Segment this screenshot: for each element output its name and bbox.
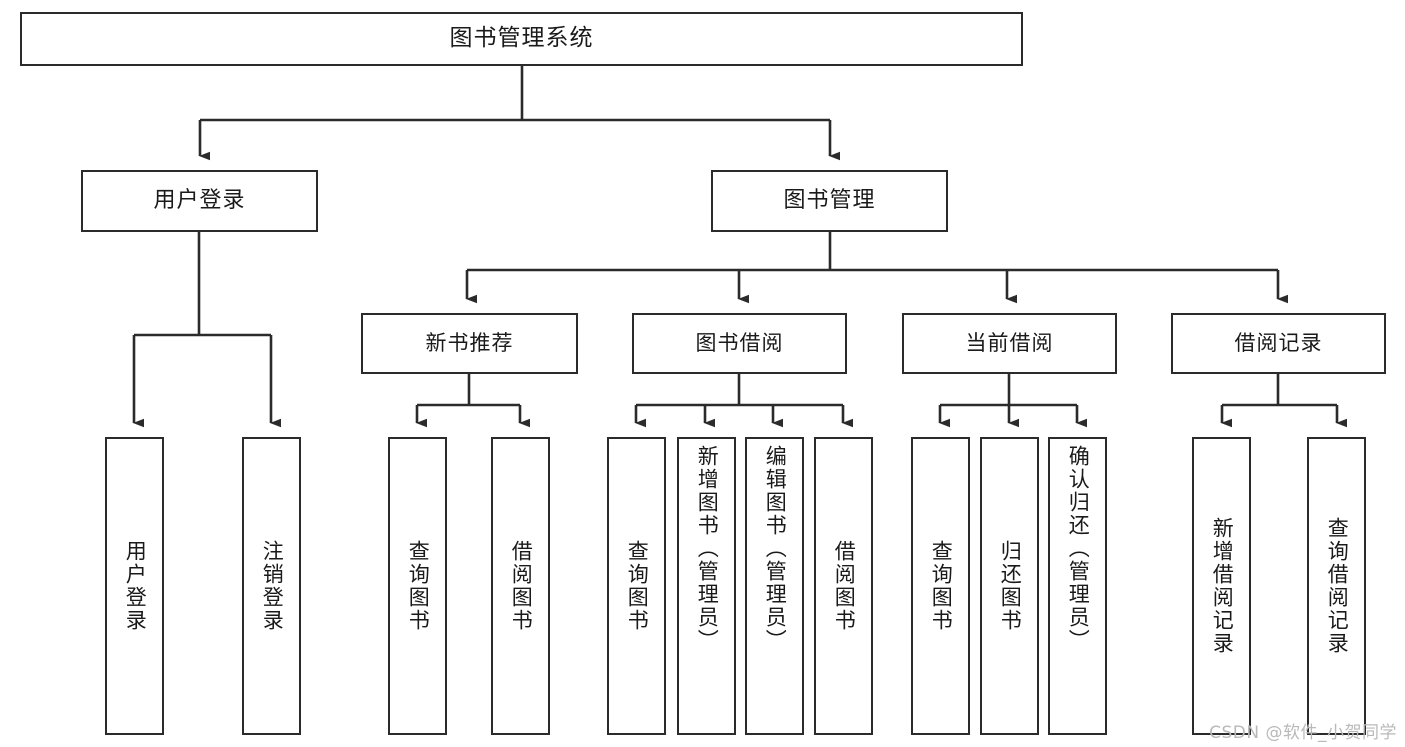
node-borrow-record-label: 借阅记录 bbox=[1234, 330, 1323, 355]
node-leaf-query-book-3-label: 查询图书 bbox=[929, 540, 954, 632]
node-leaf-borrow-book-2-label: 借阅图书 bbox=[832, 540, 857, 632]
node-leaf-edit-book-label: 编辑图书（管理员） bbox=[763, 445, 788, 652]
node-leaf-query-book-2-label: 查询图书 bbox=[625, 540, 650, 632]
node-user-login-label: 用户登录 bbox=[153, 187, 246, 213]
node-book-borrow-label: 图书借阅 bbox=[695, 330, 784, 355]
node-leaf-user-login[interactable]: 用户登录 bbox=[105, 437, 164, 735]
node-leaf-return-book-label: 归还图书 bbox=[998, 540, 1023, 632]
node-current-borrow-label: 当前借阅 bbox=[965, 330, 1054, 355]
node-root[interactable]: 图书管理系统 bbox=[20, 12, 1023, 66]
node-current-borrow[interactable]: 当前借阅 bbox=[902, 313, 1117, 374]
node-root-label: 图书管理系统 bbox=[449, 25, 594, 52]
node-book-manage-label: 图书管理 bbox=[783, 187, 876, 213]
node-user-login[interactable]: 用户登录 bbox=[81, 170, 318, 232]
node-leaf-add-record[interactable]: 新增借阅记录 bbox=[1192, 437, 1251, 735]
node-leaf-add-book-label: 新增图书（管理员） bbox=[695, 445, 720, 652]
node-leaf-logout-login-label: 注销登录 bbox=[260, 540, 285, 632]
node-leaf-edit-book[interactable]: 编辑图书（管理员） bbox=[745, 437, 804, 735]
node-leaf-query-record-label: 查询借阅记录 bbox=[1325, 517, 1350, 655]
node-leaf-add-record-label: 新增借阅记录 bbox=[1210, 517, 1235, 655]
node-leaf-borrow-book-2[interactable]: 借阅图书 bbox=[814, 437, 873, 735]
node-leaf-query-book-3[interactable]: 查询图书 bbox=[911, 437, 970, 735]
node-leaf-confirm-return-label: 确认归还（管理员） bbox=[1066, 445, 1091, 652]
node-leaf-query-record[interactable]: 查询借阅记录 bbox=[1307, 437, 1366, 735]
node-leaf-logout-login[interactable]: 注销登录 bbox=[242, 437, 301, 735]
node-leaf-query-book-1[interactable]: 查询图书 bbox=[388, 437, 447, 735]
node-leaf-borrow-book-1[interactable]: 借阅图书 bbox=[491, 437, 550, 735]
node-borrow-record[interactable]: 借阅记录 bbox=[1171, 313, 1386, 374]
node-leaf-borrow-book-1-label: 借阅图书 bbox=[509, 540, 534, 632]
node-book-borrow[interactable]: 图书借阅 bbox=[632, 313, 847, 374]
node-leaf-confirm-return[interactable]: 确认归还（管理员） bbox=[1048, 437, 1107, 735]
node-leaf-query-book-2[interactable]: 查询图书 bbox=[607, 437, 666, 735]
node-leaf-add-book[interactable]: 新增图书（管理员） bbox=[677, 437, 736, 735]
node-leaf-user-login-label: 用户登录 bbox=[123, 540, 148, 632]
node-book-manage[interactable]: 图书管理 bbox=[711, 170, 948, 232]
node-new-book-recommend-label: 新书推荐 bbox=[425, 330, 514, 355]
node-leaf-query-book-1-label: 查询图书 bbox=[406, 540, 431, 632]
node-new-book-recommend[interactable]: 新书推荐 bbox=[361, 313, 578, 374]
watermark-text: CSDN @软件_小贺同学 bbox=[1209, 723, 1397, 743]
node-leaf-return-book[interactable]: 归还图书 bbox=[980, 437, 1039, 735]
